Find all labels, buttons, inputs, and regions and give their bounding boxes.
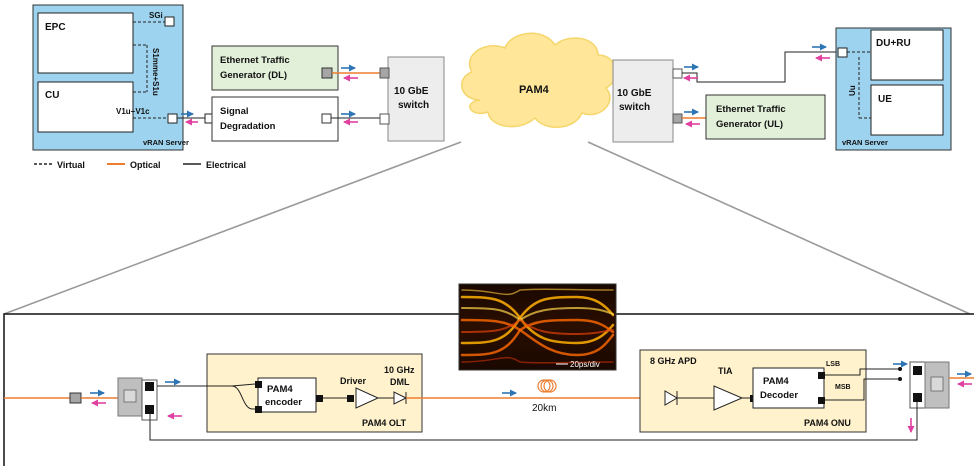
sig-deg-line1: Signal (220, 106, 249, 117)
switch-left-line2: switch (398, 100, 429, 111)
epc-label: EPC (45, 22, 66, 33)
decoder-line1: PAM4 (763, 376, 789, 387)
decoder-line2: Decoder (760, 390, 798, 401)
epc-box (37, 12, 134, 74)
cu-label: CU (45, 90, 59, 101)
right-server-label: vRAN Server (842, 138, 888, 147)
fiber-length: 20km (532, 403, 556, 414)
switch-left-line1: 10 GbE (394, 86, 429, 97)
legend-electrical: Electrical (206, 160, 246, 170)
legend-optical: Optical (130, 160, 161, 170)
olt-label: PAM4 OLT (362, 418, 407, 428)
cu-port (167, 113, 178, 124)
sfp-right (909, 361, 974, 409)
onu-label: PAM4 ONU (804, 418, 851, 428)
gen-ul-line1: Ethernet Traffic (716, 104, 786, 115)
traffic-generator-dl: Ethernet Traffic Generator (DL) (211, 45, 339, 91)
v1-label: V1u+V1c (116, 107, 150, 116)
dml-line1: 10 GHz (384, 365, 415, 375)
fiber-spool (537, 379, 557, 393)
switch-right-line2: switch (619, 102, 650, 113)
du-ru-box (870, 29, 944, 81)
msb-label: MSB (835, 384, 851, 391)
left-vran-server: EPC CU SGi S1mme+S1u V1u+V1c vRAN Server (32, 4, 189, 151)
eye-diagram: 20ps/div (458, 283, 617, 371)
driver-label: Driver (340, 376, 367, 386)
ue-label: UE (878, 94, 892, 105)
gen-ul-line2: Generator (UL) (716, 119, 783, 130)
signal-degradation: Signal Degradation (211, 96, 339, 142)
switch-right: 10 GbE switch (612, 59, 683, 143)
cu-box (37, 81, 134, 133)
dml-line2: DML (390, 377, 410, 387)
encoder-line1: PAM4 (267, 384, 293, 395)
eye-scale-label: 20ps/div (570, 360, 600, 369)
legend: Virtual Optical Electrical (34, 160, 246, 170)
lsb-label: LSB (826, 361, 840, 368)
switch-right-line1: 10 GbE (617, 88, 652, 99)
traffic-generator-ul: Ethernet Traffic Generator (UL) (705, 94, 826, 140)
zoom-line-right (587, 141, 971, 315)
pam4-encoder (257, 377, 317, 413)
sgi-label: SGi (149, 11, 163, 20)
cloud-label: PAM4 (519, 84, 550, 96)
sgi-port (164, 16, 175, 27)
legend-virtual: Virtual (57, 160, 85, 170)
ue-box (870, 84, 944, 136)
right-vran-server: DU+RU UE Uu vRAN Server (835, 27, 952, 151)
tia-label: TIA (718, 366, 733, 376)
gen-dl-line2: Generator (DL) (220, 70, 287, 81)
pam4-onu: 8 GHz APD PAM4 ONU TIA PAM4 Decoder LSB … (639, 349, 867, 433)
pam4-cloud: PAM4 (461, 32, 617, 129)
du-ru-label: DU+RU (876, 38, 911, 49)
gen-dl-line1: Ethernet Traffic (220, 55, 290, 66)
sfp-left (117, 377, 158, 421)
uu-label: Uu (848, 85, 857, 96)
s1-label: S1mme+S1u (151, 48, 160, 96)
pam4-olt: PAM4 OLT PAM4 encoder Driver 10 GHz DML (206, 353, 423, 433)
switch-left: 10 GbE switch (379, 56, 445, 142)
pam4-decoder (752, 367, 825, 409)
sig-deg-line2: Degradation (220, 121, 276, 132)
encoder-line2: encoder (265, 397, 302, 408)
apd-label: 8 GHz APD (650, 356, 697, 366)
left-server-label: vRAN Server (143, 138, 189, 147)
zoom-line-left (3, 141, 462, 315)
